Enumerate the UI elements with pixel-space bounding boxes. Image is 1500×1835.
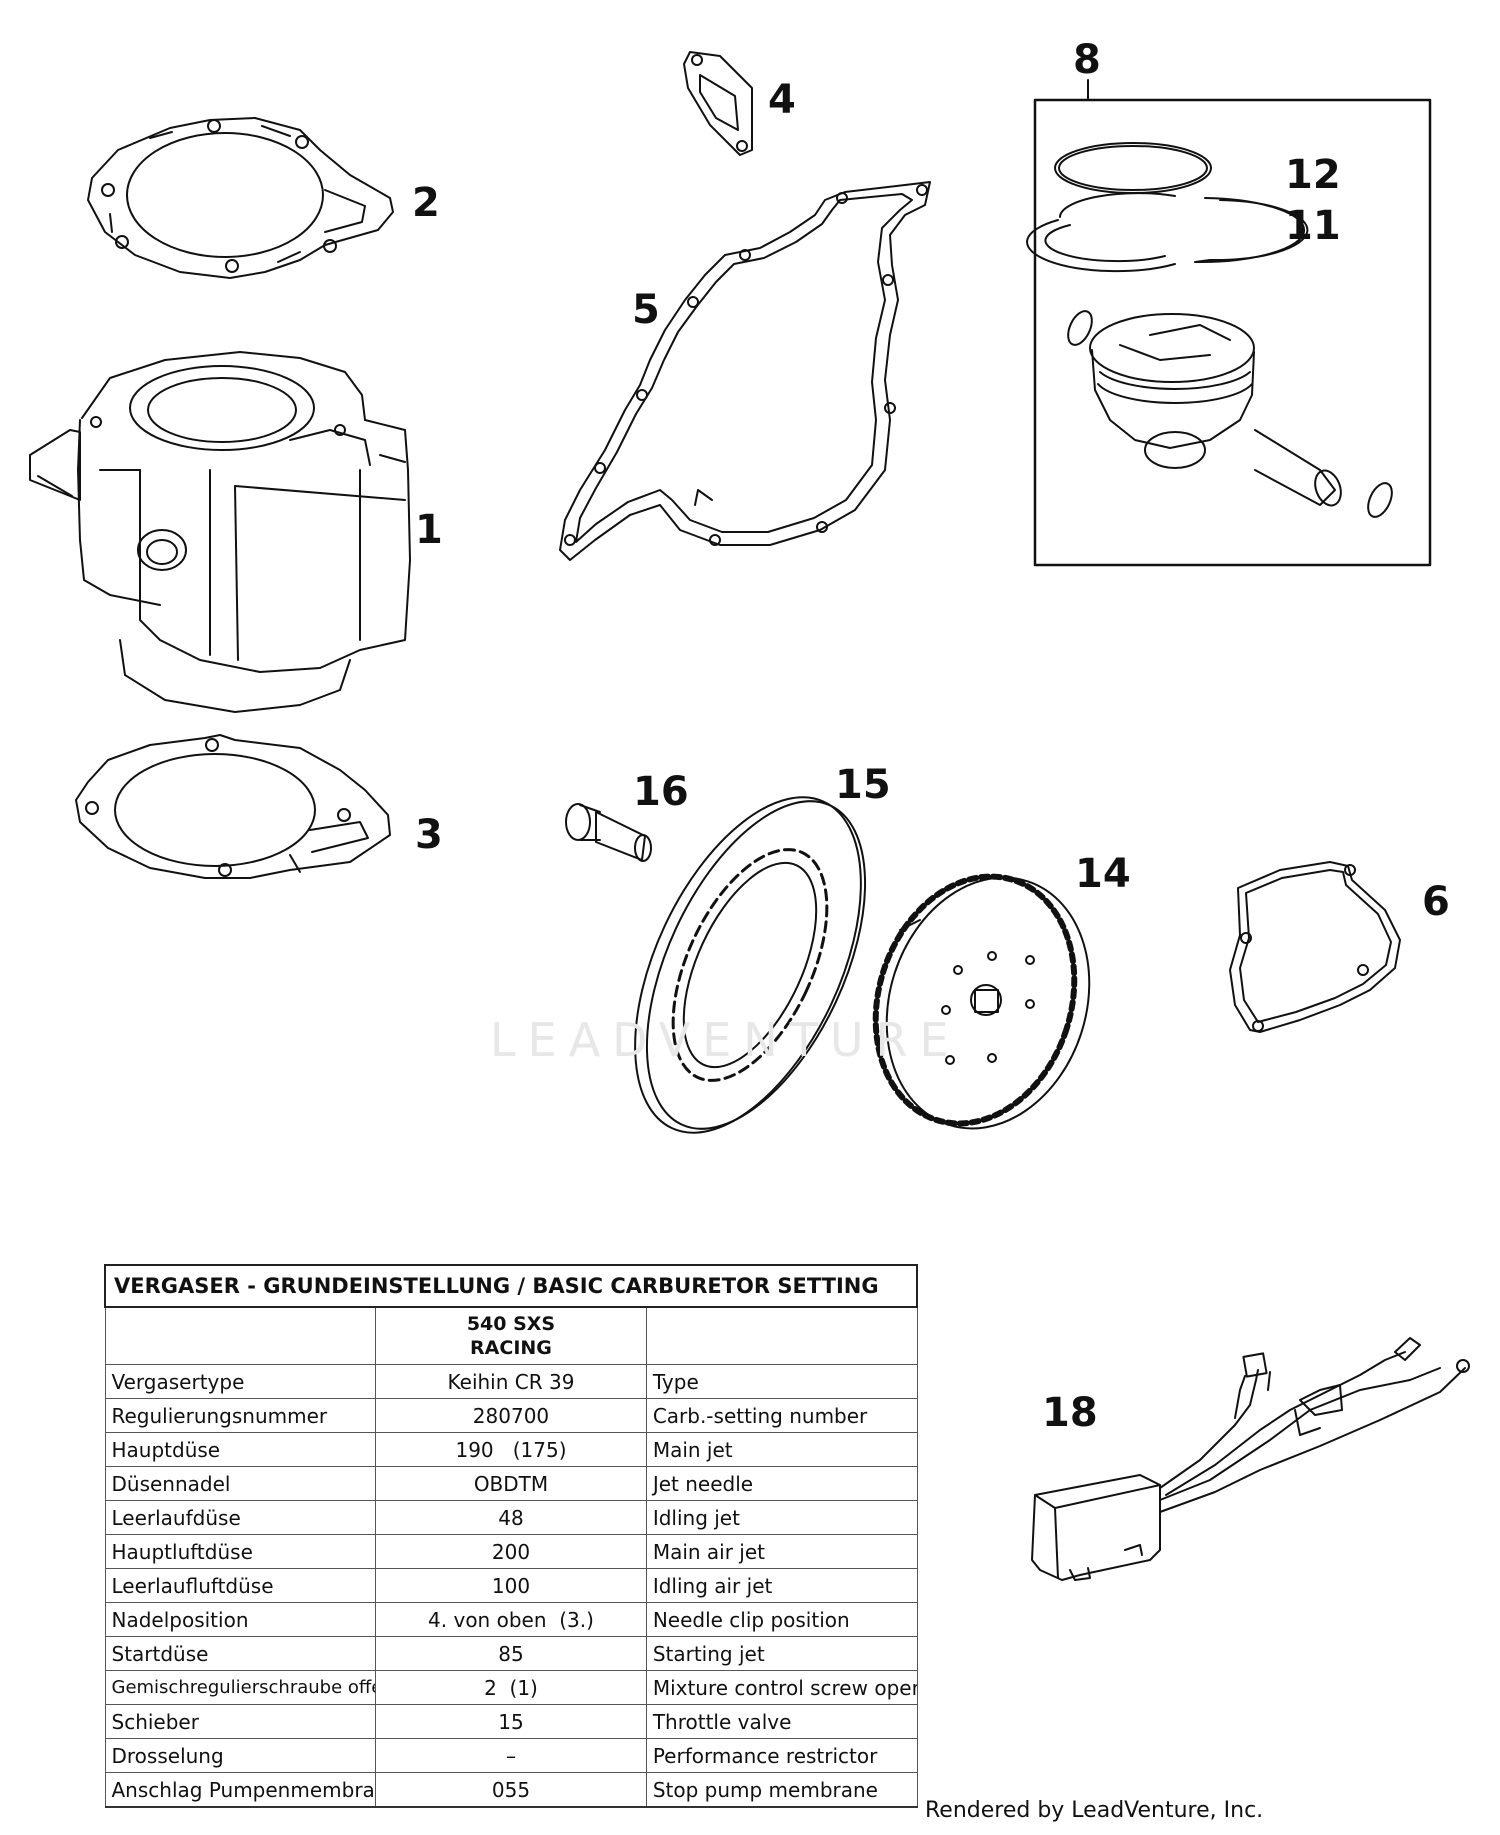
part-3-base-gasket	[75, 734, 391, 879]
callout-12: 12	[1285, 152, 1341, 198]
row-german-label: Düsennadel	[104, 1466, 377, 1501]
callout-3: 3	[415, 812, 443, 858]
table-row: Drosselung – Performance restrictor	[104, 1738, 918, 1773]
row-english-label: Stop pump membrane	[645, 1772, 918, 1808]
row-english-label: Type	[645, 1364, 918, 1399]
part-15-friction-disc	[634, 796, 867, 1134]
row-value: 2 (1)	[375, 1670, 647, 1705]
table-row: Anschlag Pumpenmembran 055 Stop pump mem…	[104, 1772, 918, 1808]
table-row: Schieber 15 Throttle valve	[104, 1704, 918, 1739]
table-row: Hauptdüse 190 (175) Main jet	[104, 1432, 918, 1467]
callout-4: 4	[768, 77, 796, 123]
callout-1: 1	[415, 507, 443, 553]
row-german-label: Vergasertype	[104, 1364, 377, 1399]
part-2-head-gasket	[87, 117, 394, 279]
callout-2: 2	[412, 180, 440, 226]
part-4-flange-gasket	[683, 51, 753, 156]
header-empty-left	[104, 1306, 377, 1365]
row-english-label: Main air jet	[645, 1534, 918, 1569]
row-value: 4. von oben (3.)	[375, 1602, 647, 1637]
model-header: 540 SXS RACING	[375, 1306, 647, 1365]
row-english-label: Needle clip position	[645, 1602, 918, 1637]
row-value: 100	[375, 1568, 647, 1603]
part-5-cover-gasket	[559, 181, 931, 561]
row-german-label: Nadelposition	[104, 1602, 377, 1637]
callout-14: 14	[1075, 851, 1131, 897]
callout-11: 11	[1285, 203, 1341, 249]
row-english-label: Carb.-setting number	[645, 1398, 918, 1433]
row-english-label: Performance restrictor	[645, 1738, 918, 1773]
table-row: Düsennadel OBDTM Jet needle	[104, 1466, 918, 1501]
row-english-label: Main jet	[645, 1432, 918, 1467]
row-value: 48	[375, 1500, 647, 1535]
callout-16: 16	[633, 769, 689, 815]
row-english-label: Idling air jet	[645, 1568, 918, 1603]
part-14-flywheel	[872, 873, 1091, 1130]
callout-8: 8	[1073, 37, 1101, 83]
row-value: 055	[375, 1772, 647, 1808]
row-german-label: Schieber	[104, 1704, 377, 1739]
callout-18: 18	[1042, 1390, 1098, 1436]
row-german-label: Hauptluftdüse	[104, 1534, 377, 1569]
carburetor-setting-table: VERGASER - GRUNDEINSTELLUNG / BASIC CARB…	[104, 1264, 918, 1808]
callout-5: 5	[632, 287, 660, 333]
row-value: 190 (175)	[375, 1432, 647, 1467]
row-value: 200	[375, 1534, 647, 1569]
part-16-bolt	[565, 803, 652, 862]
table-row: Leerlaufluftdüse 100 Idling air jet	[104, 1568, 918, 1603]
row-english-label: Throttle valve	[645, 1704, 918, 1739]
row-value: 280700	[375, 1398, 647, 1433]
row-english-label: Mixture control screw open	[645, 1670, 918, 1705]
table-title: VERGASER - GRUNDEINSTELLUNG / BASIC CARB…	[104, 1264, 918, 1308]
row-value: Keihin CR 39	[375, 1364, 647, 1399]
row-value: 15	[375, 1704, 647, 1739]
render-credit: Rendered by LeadVenture, Inc.	[925, 1798, 1264, 1823]
row-english-label: Idling jet	[645, 1500, 918, 1535]
header-empty-right	[645, 1306, 918, 1365]
part-8-piston-kit	[1026, 79, 1432, 567]
table-row: Gemischregulierschraube offen 2 (1) Mixt…	[104, 1670, 918, 1705]
row-german-label: Hauptdüse	[104, 1432, 377, 1467]
row-value: 85	[375, 1636, 647, 1671]
row-german-label: Startdüse	[104, 1636, 377, 1671]
part-18-control-unit	[1031, 1337, 1470, 1581]
table-row: Nadelposition 4. von oben (3.) Needle cl…	[104, 1602, 918, 1637]
watermark-text: LEADVENTURE	[490, 1013, 961, 1067]
row-english-label: Jet needle	[645, 1466, 918, 1501]
part-1-cylinder	[29, 351, 411, 713]
row-german-label: Drosselung	[104, 1738, 377, 1773]
row-german-label: Anschlag Pumpenmembran	[104, 1772, 377, 1808]
row-german-label: Regulierungsnummer	[104, 1398, 377, 1433]
model-line-2: RACING	[470, 1337, 552, 1359]
part-6-small-gasket	[1229, 861, 1401, 1033]
row-value: –	[375, 1738, 647, 1773]
table-header-row: 540 SXS RACING	[104, 1306, 918, 1365]
row-german-label: Leerlaufluftdüse	[104, 1568, 377, 1603]
model-line-1: 540 SXS	[466, 1313, 556, 1335]
callout-15: 15	[835, 762, 891, 808]
row-german-label: Gemischregulierschraube offen	[104, 1670, 377, 1705]
callout-6: 6	[1422, 879, 1450, 925]
table-row: Hauptluftdüse 200 Main air jet	[104, 1534, 918, 1569]
table-row: Vergasertype Keihin CR 39 Type	[104, 1364, 918, 1399]
row-german-label: Leerlaufdüse	[104, 1500, 377, 1535]
row-english-label: Starting jet	[645, 1636, 918, 1671]
table-row: Regulierungsnummer 280700 Carb.-setting …	[104, 1398, 918, 1433]
table-row: Startdüse 85 Starting jet	[104, 1636, 918, 1671]
table-row: Leerlaufdüse 48 Idling jet	[104, 1500, 918, 1535]
table-title-row: VERGASER - GRUNDEINSTELLUNG / BASIC CARB…	[104, 1264, 918, 1308]
row-value: OBDTM	[375, 1466, 647, 1501]
